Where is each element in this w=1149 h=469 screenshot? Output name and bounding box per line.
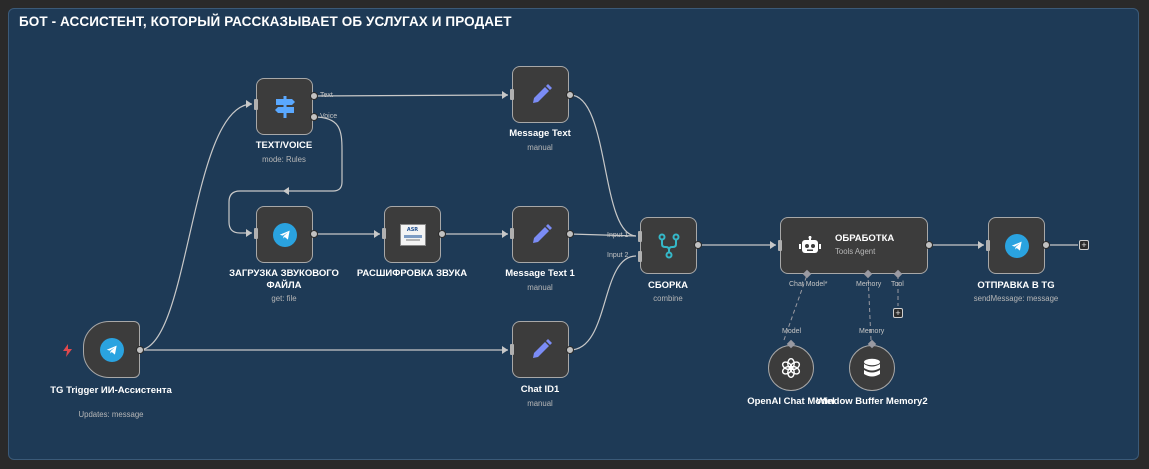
agent-subtitle: Tools Agent xyxy=(835,247,876,256)
output-handle[interactable] xyxy=(310,230,318,238)
connection-chatid-merge xyxy=(569,255,637,351)
tg-trigger-label: TG Trigger ИИ-Ассистента xyxy=(50,385,172,396)
connection-model-agent xyxy=(783,274,808,341)
openai-label: OpenAI Chat Model xyxy=(747,396,835,407)
input-label-2: Input 2 xyxy=(607,252,629,259)
output-label-voice: Voice xyxy=(320,113,338,120)
input-handle[interactable] xyxy=(510,89,514,100)
agent-label: ОБРАБОТКА xyxy=(835,233,895,244)
pencil-icon xyxy=(532,83,552,103)
input-handle[interactable] xyxy=(382,228,386,239)
connection-switch-messagetext xyxy=(313,94,509,97)
input-handle[interactable] xyxy=(510,228,514,239)
text-voice-switch-node[interactable] xyxy=(256,78,313,135)
window-buffer-memory-node[interactable] xyxy=(849,345,895,391)
port-label-memory: Memory xyxy=(856,281,882,288)
ai-agent-node[interactable]: ОБРАБОТКА Tools Agent xyxy=(780,217,928,274)
signpost-icon xyxy=(274,95,295,118)
input-handle[interactable] xyxy=(986,240,990,251)
input-handle[interactable] xyxy=(254,228,258,239)
output-handle-text[interactable] xyxy=(310,92,318,100)
add-node-button[interactable]: + xyxy=(1079,240,1089,250)
output-handle[interactable] xyxy=(1042,241,1050,249)
send-label: ОТПРАВКА В TG xyxy=(977,280,1055,291)
output-handle[interactable] xyxy=(136,346,144,354)
switch-subtitle: mode: Rules xyxy=(262,155,306,164)
merge-node[interactable] xyxy=(640,217,697,274)
merge-label: СБОРКА xyxy=(647,280,689,291)
robot-icon xyxy=(799,235,821,253)
download-label: ЗАГРУЗКА ЗВУКОВОГО ФАЙЛА xyxy=(229,268,339,291)
output-handle[interactable] xyxy=(925,241,933,249)
connection-messagetext1-merge xyxy=(569,233,637,237)
telegram-icon xyxy=(1004,233,1029,258)
memory-label: Window Buffer Memory2 xyxy=(816,396,928,407)
openai-icon xyxy=(781,357,801,379)
chat-id-node[interactable] xyxy=(512,321,569,378)
message-text-label: Message Text xyxy=(509,128,571,139)
message-text-1-subtitle: manual xyxy=(527,283,553,292)
output-handle[interactable] xyxy=(438,230,446,238)
connection-messagetext-merge xyxy=(569,94,637,237)
message-text-subtitle: manual xyxy=(527,143,553,152)
output-handle[interactable] xyxy=(566,346,574,354)
download-voice-node[interactable] xyxy=(256,206,313,263)
output-handle[interactable] xyxy=(566,230,574,238)
input-handle[interactable] xyxy=(778,240,782,251)
port-label-chat-model: Chat Model* xyxy=(789,281,828,288)
chat-id-subtitle: manual xyxy=(527,399,553,408)
transcribe-label: РАСШИФРОВКА ЗВУКА xyxy=(356,268,468,279)
add-tool-button[interactable]: + xyxy=(893,308,903,318)
input-handle[interactable] xyxy=(510,344,514,355)
chat-id-label: Chat ID1 xyxy=(520,384,560,395)
openai-chat-model-node[interactable] xyxy=(768,345,814,391)
output-handle-voice[interactable] xyxy=(310,113,318,121)
input-handle-1[interactable] xyxy=(638,231,642,242)
merge-subtitle: combine xyxy=(653,294,683,303)
whisper-icon: ASR xyxy=(399,223,426,246)
merge-icon xyxy=(658,233,679,258)
database-icon xyxy=(864,358,880,377)
input-label-1: Input 1 xyxy=(607,232,629,239)
connection-switch-download xyxy=(228,116,343,234)
message-text-1-label: Message Text 1 xyxy=(505,268,575,279)
input-handle[interactable] xyxy=(254,99,258,110)
bolt-icon xyxy=(63,344,72,362)
workflow-title: БОТ - АССИСТЕНТ, КОТОРЫЙ РАССКАЗЫВАЕТ ОБ… xyxy=(19,14,512,29)
message-text-1-node[interactable] xyxy=(512,206,569,263)
output-handle[interactable] xyxy=(694,241,702,249)
telegram-icon xyxy=(272,222,297,247)
output-handle[interactable] xyxy=(566,91,574,99)
download-subtitle: get: file xyxy=(271,294,297,303)
send-tg-node[interactable] xyxy=(988,217,1045,274)
tg-trigger-node[interactable] xyxy=(83,321,140,378)
pencil-icon xyxy=(532,338,552,358)
send-subtitle: sendMessage: message xyxy=(973,294,1059,303)
message-text-node[interactable] xyxy=(512,66,569,123)
port-label-memory-out: Memory xyxy=(859,328,885,335)
switch-label: TEXT/VOICE xyxy=(255,140,313,151)
pencil-icon xyxy=(532,223,552,243)
telegram-icon xyxy=(99,337,124,362)
connection-memory-agent xyxy=(867,274,872,341)
port-label-tool: Tool xyxy=(891,281,904,288)
connection-trigger-switch xyxy=(138,103,253,351)
input-handle-2[interactable] xyxy=(638,251,642,262)
transcribe-node[interactable]: ASR xyxy=(384,206,441,263)
tg-trigger-subtitle: Updates: message xyxy=(78,410,144,419)
output-label-text: Text xyxy=(320,92,333,99)
port-label-model: Model xyxy=(782,328,802,335)
